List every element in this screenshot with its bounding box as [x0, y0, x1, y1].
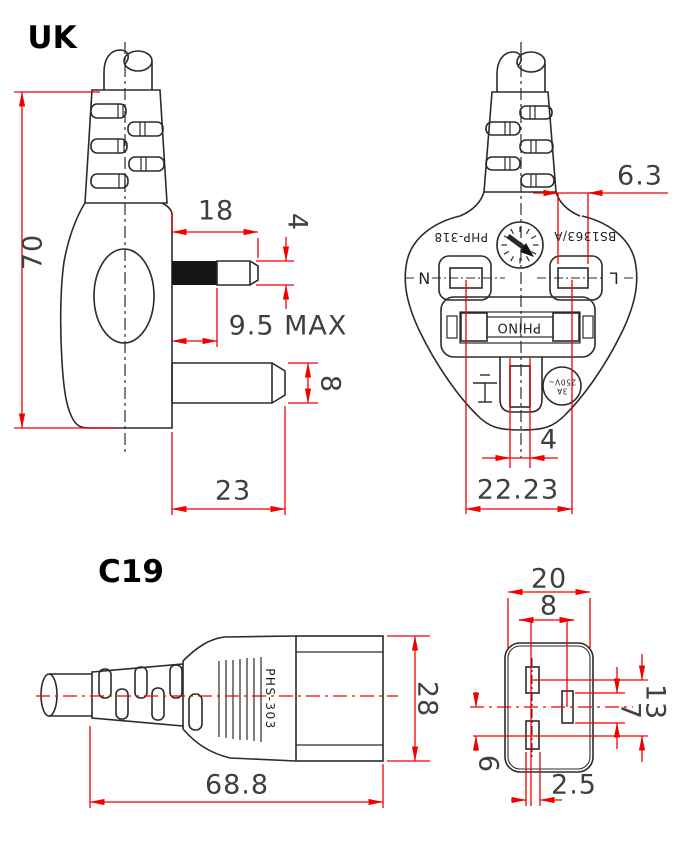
- uk-model-marking: PHP-318: [434, 230, 488, 244]
- c19-face-inner: [507, 645, 591, 770]
- plug-body-front: [404, 215, 638, 431]
- strain-relief: [84, 89, 168, 204]
- dim-uk-height: 70: [17, 233, 49, 271]
- fuse-window: [459, 311, 581, 344]
- c19-model-marking: PHS-303: [263, 668, 277, 730]
- date-wheel-pointer-tip: [520, 243, 534, 257]
- c19-cable: [49, 673, 92, 717]
- c19-body-cone: [182, 635, 297, 762]
- grip-recess: [93, 248, 155, 344]
- fuse-carrier: [440, 296, 596, 358]
- c19-front-dimensions: [470, 588, 648, 806]
- live-pin-sleeve: [172, 261, 217, 285]
- dim-c19-offset: 6: [472, 754, 504, 774]
- plug-body-side: [59, 202, 173, 429]
- fuse-body: [486, 316, 554, 338]
- c19-grip-ribs: [218, 657, 262, 742]
- cable-outline: [103, 49, 153, 90]
- c19-slot-bottom: [525, 720, 540, 750]
- cable-break: [123, 50, 153, 72]
- c19-front-block: [295, 635, 384, 762]
- rating-circle: [542, 366, 582, 406]
- uk-side-dimensions: [14, 91, 318, 515]
- uk-standard-marking: BS1363/A: [553, 229, 617, 243]
- c19-cable-break: [40, 673, 58, 717]
- fuse-cap-left: [460, 312, 488, 342]
- live-label: L: [609, 268, 619, 288]
- earth-symbol: [473, 374, 497, 403]
- dim-c19-slot-height: 7: [614, 701, 646, 721]
- strain-relief-front: [483, 91, 557, 193]
- dim-uk-sleeve: 9.5 MAX: [228, 310, 348, 342]
- cable-break-front: [516, 51, 546, 73]
- uk-plug-side-view: [59, 42, 286, 452]
- dim-uk-earth-thickness: 8: [314, 374, 346, 394]
- dim-uk-pin-spacing: 22.23: [476, 474, 560, 506]
- dim-c19-height: 28: [411, 680, 443, 718]
- c19-side-view: [40, 635, 384, 762]
- uk-front-dimensions: [465, 189, 668, 514]
- dim-c19-slot-width: 2.5: [551, 769, 597, 801]
- earth-pin-slot: [509, 365, 531, 408]
- earth-pin-side: [171, 362, 286, 404]
- uk-title: UK: [27, 20, 77, 56]
- fuse-cap-right: [552, 312, 580, 342]
- live-pin-tip: [216, 260, 259, 286]
- rating-marking: 3A 250V~: [547, 378, 577, 396]
- dim-c19-slot-spacing: 8: [539, 590, 559, 622]
- dim-uk-earth-width: 4: [539, 424, 559, 456]
- dim-uk-pin-width: 6.3: [617, 160, 663, 192]
- dim-uk-pin-length: 18: [197, 195, 235, 227]
- uk-plug-front-view: [404, 42, 638, 458]
- neutral-label: N: [417, 268, 431, 288]
- date-wheel: [496, 221, 544, 269]
- dim-uk-pin-thickness: 4: [281, 212, 313, 232]
- dim-c19-width: 20: [530, 563, 568, 595]
- c19-side-dimensions: [36, 635, 430, 808]
- dim-uk-earth-length: 23: [214, 475, 252, 507]
- c19-title: C19: [98, 554, 164, 590]
- dim-c19-length: 68.8: [204, 769, 270, 801]
- fuse-brand-marking: PHINO: [497, 319, 541, 335]
